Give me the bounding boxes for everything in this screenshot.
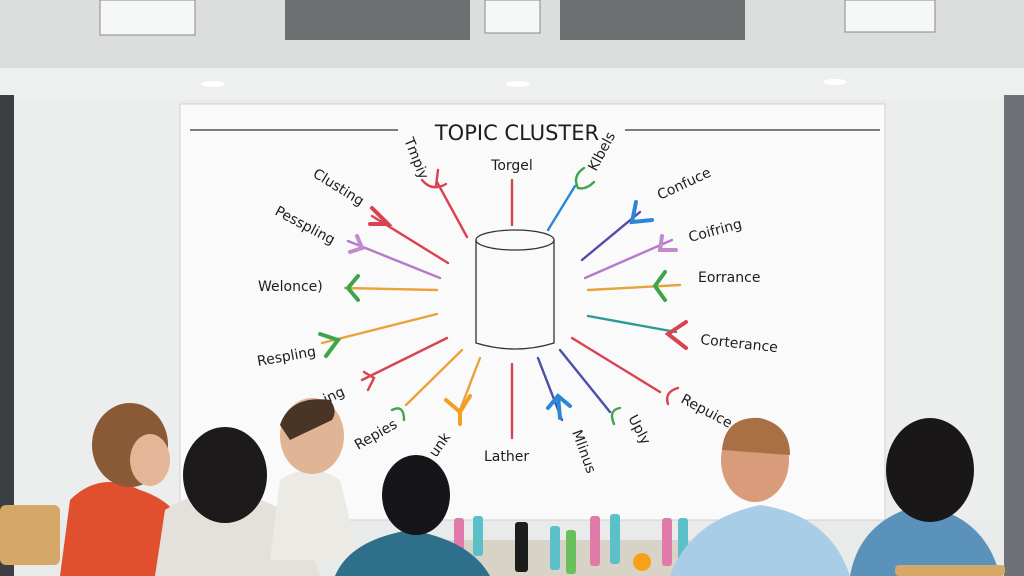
downlight	[823, 79, 847, 85]
label-eorrance: Eorrance	[698, 270, 760, 286]
label-lather: Lather	[484, 449, 529, 465]
spoke-lines	[318, 166, 688, 440]
label-welonce: Welonce)	[258, 279, 323, 295]
ceiling-light	[99, 0, 196, 36]
left-window	[0, 95, 14, 576]
ceiling-light	[484, 0, 541, 34]
chair	[895, 565, 1005, 576]
ceiling-vent	[285, 0, 470, 40]
cylinder-drawing	[475, 229, 555, 350]
water-bottles	[454, 514, 688, 574]
whiteboard-title: TOPIC CLUSTER	[434, 121, 599, 145]
ceiling-vent	[560, 0, 745, 40]
downlight	[201, 81, 225, 87]
downlight	[506, 81, 530, 87]
ceiling-light	[844, 0, 936, 33]
audience	[0, 398, 1005, 576]
chair	[0, 505, 60, 565]
label-torgel: Torgel	[490, 158, 533, 174]
person-dark-hair	[850, 505, 1000, 576]
person-blue-top	[335, 530, 490, 576]
person-blue-shirt	[670, 505, 850, 576]
person-red-shirt	[60, 482, 185, 576]
person-glasses	[270, 470, 360, 560]
right-door	[1004, 95, 1024, 576]
